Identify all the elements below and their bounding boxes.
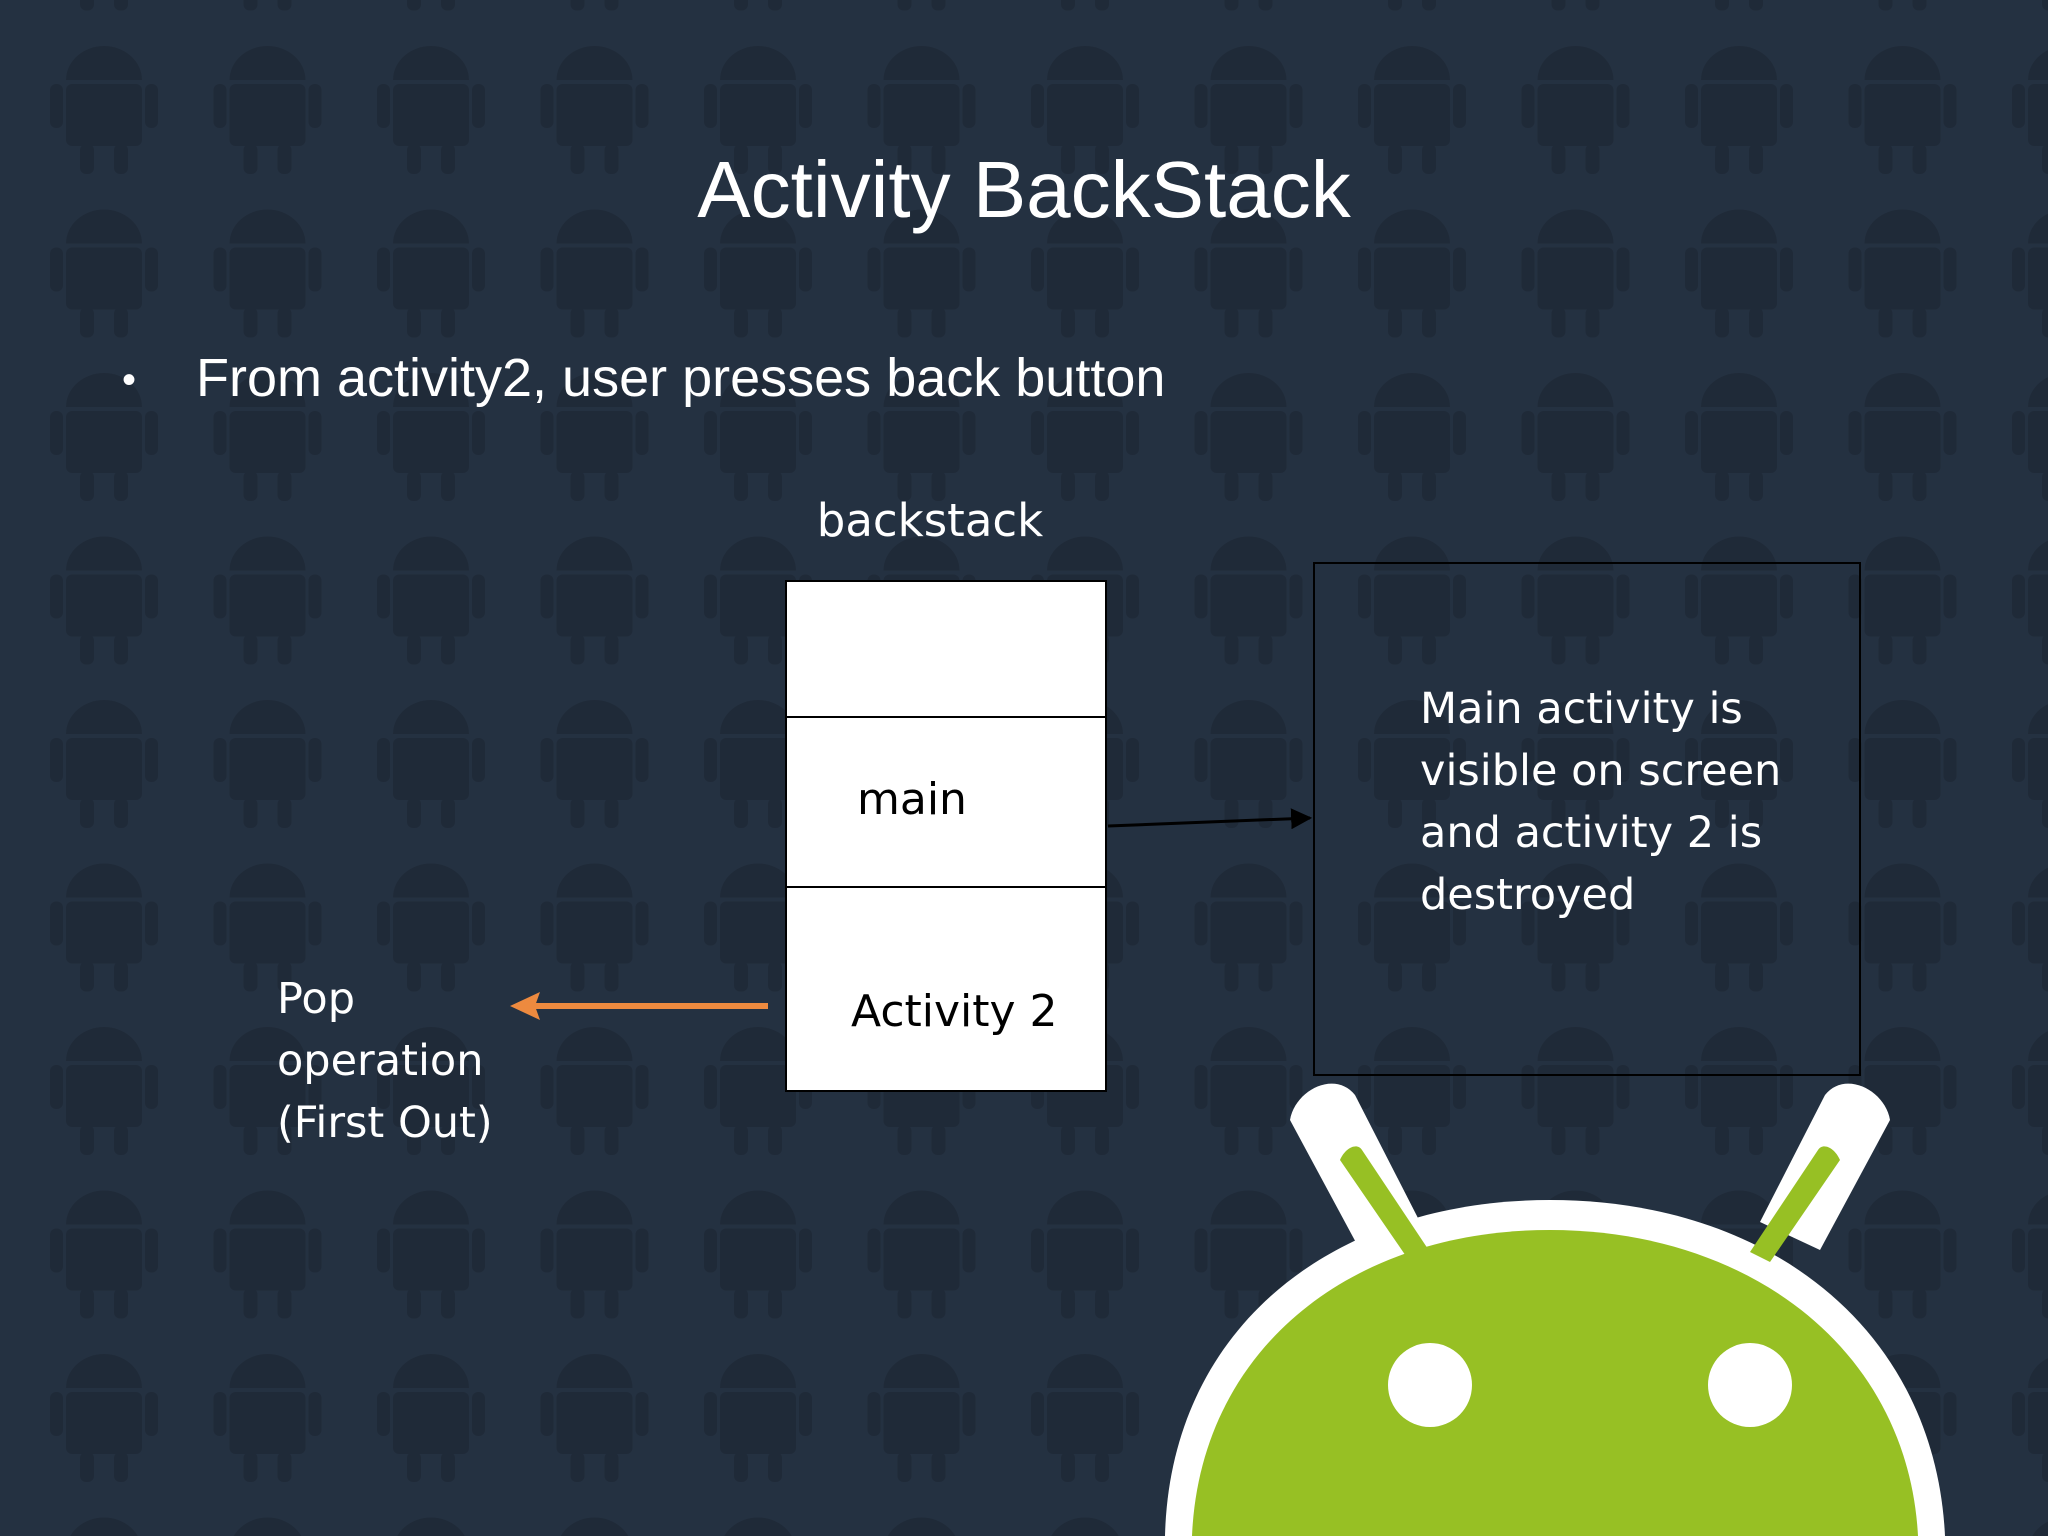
android-right-eye [1708,1343,1792,1427]
pop-operation-label: Pop operation (First Out) [277,974,493,1148]
android-left-eye [1388,1343,1472,1427]
pop-arrow [510,992,768,1020]
result-text: Main activity is visible on screen and a… [1420,684,1782,920]
stack-cell-activity-2: Activity 2 [785,886,1107,1092]
bullet-text: From activity2, user presses back button [196,348,1166,408]
backstack-label: backstack [816,494,1044,547]
stack-cell-activity-2-label: Activity 2 [851,986,1058,1037]
result-box [1313,562,1861,1076]
stack-cell-main-label: main [857,774,967,825]
main-to-result-arrow [1107,808,1313,830]
bullet-marker: • [122,358,137,402]
slide-title: Activity BackStack [697,145,1351,234]
